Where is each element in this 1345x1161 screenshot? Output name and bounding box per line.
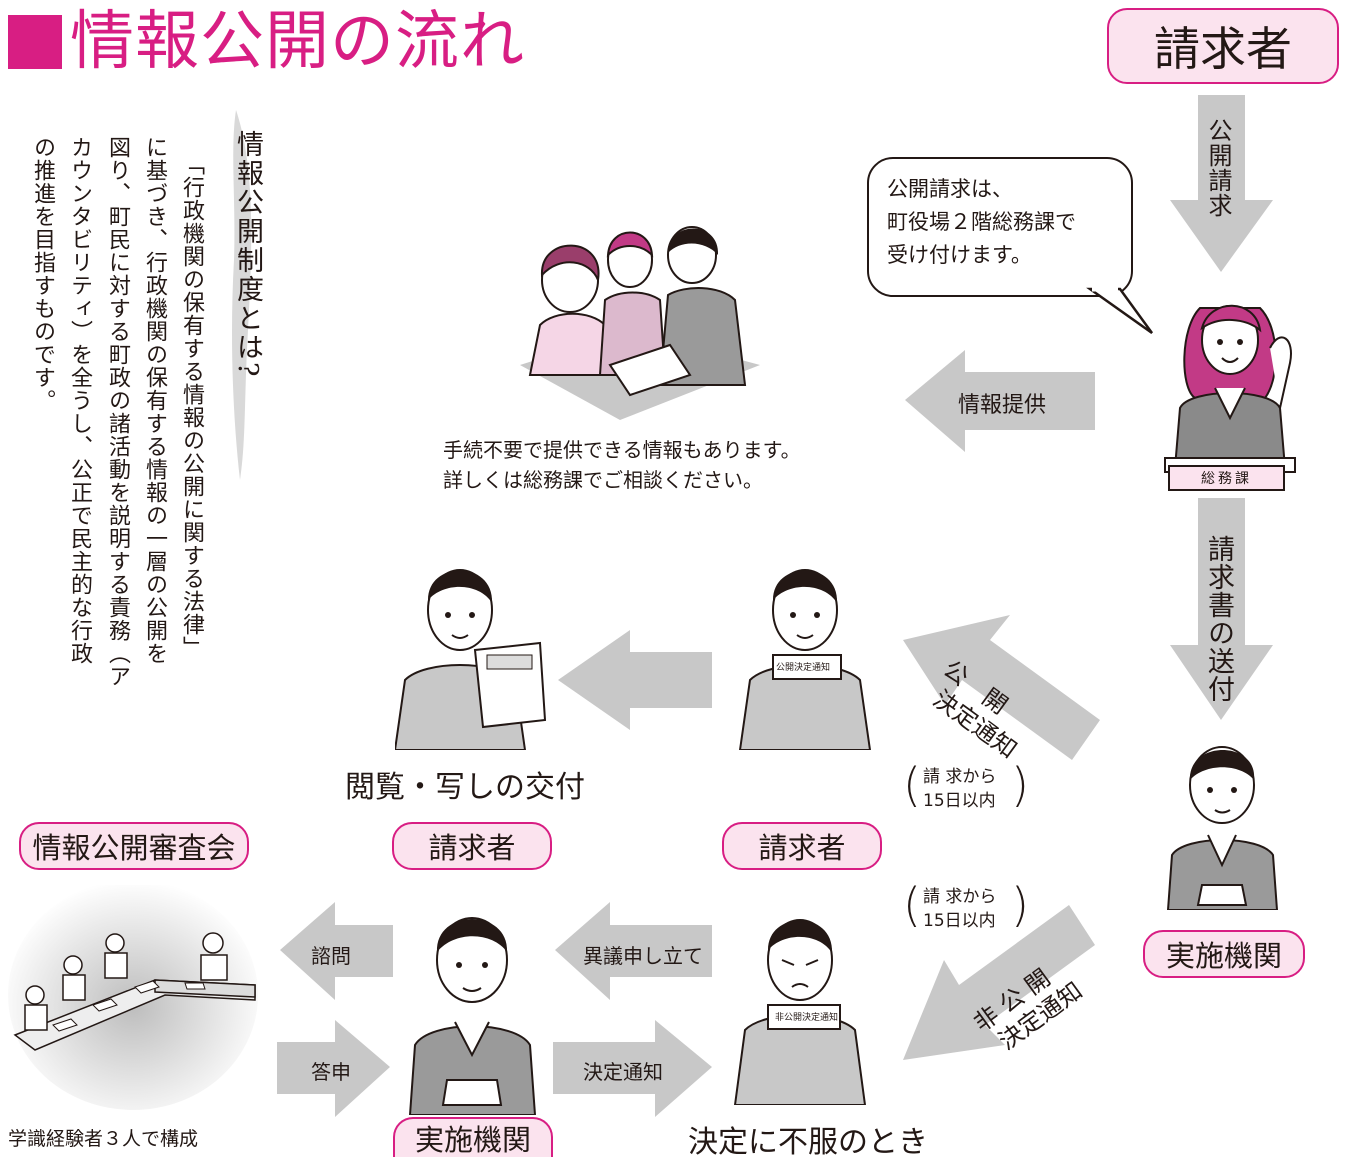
label-report: 答申 xyxy=(311,1060,351,1084)
arrow-send-request xyxy=(1170,498,1273,720)
intro-heading: 情報公開制度とは? xyxy=(232,130,263,379)
caption-no-procedure-2: 詳しくは総務課でご相談ください。 xyxy=(443,468,763,492)
label-decision-notice: 決定通知 xyxy=(583,1060,663,1084)
requester-person-mid xyxy=(738,569,872,750)
arrow-disclosure-notice xyxy=(903,615,1100,760)
arrow-decision-notice xyxy=(553,1020,712,1117)
label-send-request: 請求書の送付 xyxy=(1203,535,1234,703)
intro-line-1: 「行政機関の保有する情報の公開に関する法律」 xyxy=(179,153,204,659)
requester-left-box: 請求者 xyxy=(392,822,552,870)
arrow-objection xyxy=(555,902,712,1000)
left-paren-icon: ( xyxy=(903,878,921,932)
doc-label-nondisclosure: 非公開決定通知 xyxy=(775,1013,839,1023)
label-objection: 異議申し立て xyxy=(583,944,703,968)
review-board-illustration xyxy=(8,885,258,1110)
caption-dissatisfied: 決定に不服のとき xyxy=(688,1125,928,1160)
intro-line-2: に基づき、行政機関の保有する情報の一層の公開を xyxy=(142,136,167,665)
dissatisfied-person xyxy=(733,919,867,1105)
intro-line-3: 図り、町民に対する町政の諸活動を説明する責務（ア xyxy=(105,136,130,688)
arrow-to-inspection xyxy=(558,630,712,730)
right-paren-icon: ) xyxy=(1011,878,1029,932)
requester-mid-box: 請求者 xyxy=(722,822,882,870)
requester-top-box: 請求者 xyxy=(1107,8,1339,84)
arrow-report xyxy=(277,1020,390,1117)
label-info-provision: 情報提供 xyxy=(958,393,1047,418)
doc-label-disclosure: 公開決定通知 xyxy=(776,663,831,673)
intro-brush-decoration xyxy=(226,110,260,480)
speech-bubble: 公開請求は、 町役場２階総務課で 受け付けます。 xyxy=(867,157,1133,297)
arrow-public-request xyxy=(1170,95,1273,272)
caption-board-members: 学識経験者３人で構成 xyxy=(8,1128,199,1150)
label-public-request: 公開請求 xyxy=(1204,118,1232,218)
arrow-info-provision xyxy=(905,350,1095,452)
speech-line-2: 町役場２階総務課で xyxy=(887,210,1076,234)
left-paren-icon: ( xyxy=(903,758,921,812)
speech-bubble-tail xyxy=(1086,287,1154,335)
speech-line-1: 公開請求は、 xyxy=(887,177,1013,201)
right-paren-icon: ) xyxy=(1011,758,1029,812)
requester-person-left xyxy=(395,569,547,750)
deadline-note-top: ( 請 求から 15日以内 ) xyxy=(903,758,1029,812)
title-square-icon xyxy=(8,15,62,69)
label-inquiry: 諮問 xyxy=(311,944,351,968)
caption-no-procedure-1: 手続不要で提供できる情報もあります。 xyxy=(443,438,801,462)
page-title: 情報公開の流れ xyxy=(8,6,525,78)
arrow-inquiry xyxy=(280,902,393,1000)
clerk-illustration xyxy=(1164,304,1296,473)
speech-line-3: 受け付けます。 xyxy=(887,243,1032,267)
caption-inspection: 閲覧・写しの交付 xyxy=(345,770,585,805)
agency-right-box: 実施機関 xyxy=(1143,930,1305,978)
agency-person-right xyxy=(1166,746,1279,910)
agency-bottom-box: 実施機関 xyxy=(393,1117,553,1157)
intro-line-4: カウンタビリティ）を全うし、公正で民主的な行政 xyxy=(67,136,92,665)
deadline-note-bottom: ( 請 求から 15日以内 ) xyxy=(903,878,1029,932)
intro-line-5: の推進を目指すものです。 xyxy=(30,136,55,412)
arrow-nondisclosure-notice xyxy=(903,905,1095,1060)
desk-sign: 総務課 xyxy=(1168,465,1285,491)
agency-person-bottom xyxy=(408,917,537,1115)
consultation-illustration xyxy=(520,226,760,420)
review-board-box: 情報公開審査会 xyxy=(19,822,249,870)
